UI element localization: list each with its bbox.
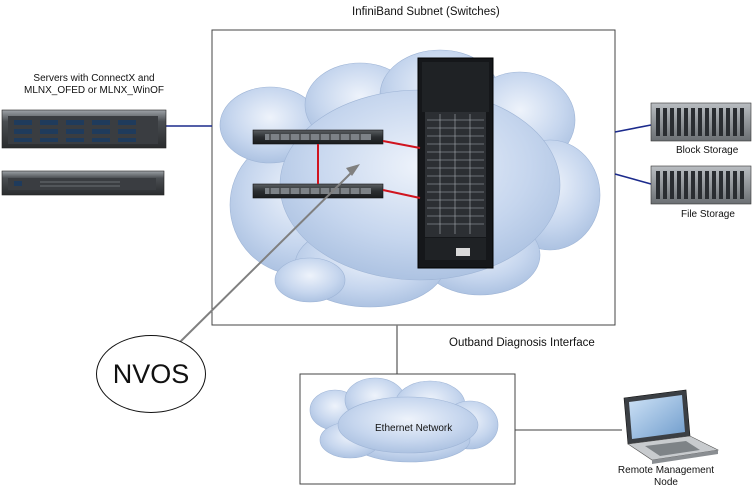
nvos-label: NVOS (112, 358, 190, 389)
edge-switch-bottom (252, 183, 384, 199)
remote-node-label: Remote Management Node (616, 465, 716, 489)
ethernet-cloud (309, 377, 499, 463)
ethernet-label: Ethernet Network (375, 423, 453, 434)
internal-links (317, 140, 421, 199)
director-switch-rack (417, 57, 494, 269)
laptop-icon (623, 389, 719, 464)
servers-label: Servers with ConnectX and MLNX_OFED or M… (6, 73, 182, 97)
nvos-arrow (179, 164, 360, 343)
ib-links (166, 124, 652, 185)
management-links (396, 325, 622, 431)
file-storage-label: File Storage (681, 209, 735, 220)
server-large (1, 109, 167, 149)
remote-node-line2: Node (654, 477, 678, 488)
outband-label: Outband Diagnosis Interface (449, 337, 595, 349)
servers-label-line2: MLNX_OFED or MLNX_WinOF (23, 85, 165, 96)
file-storage-array (650, 165, 752, 205)
block-storage-label: Block Storage (676, 145, 739, 156)
subnet-title: InfiniBand Subnet (Switches) (352, 6, 500, 18)
edge-switch-top (252, 129, 384, 145)
servers-label-line1: Servers with ConnectX and (33, 73, 155, 84)
nvos-bubble: NVOS (96, 335, 206, 413)
block-storage-array (650, 102, 752, 142)
server-small (1, 170, 165, 196)
remote-node-line1: Remote Management (617, 465, 715, 476)
